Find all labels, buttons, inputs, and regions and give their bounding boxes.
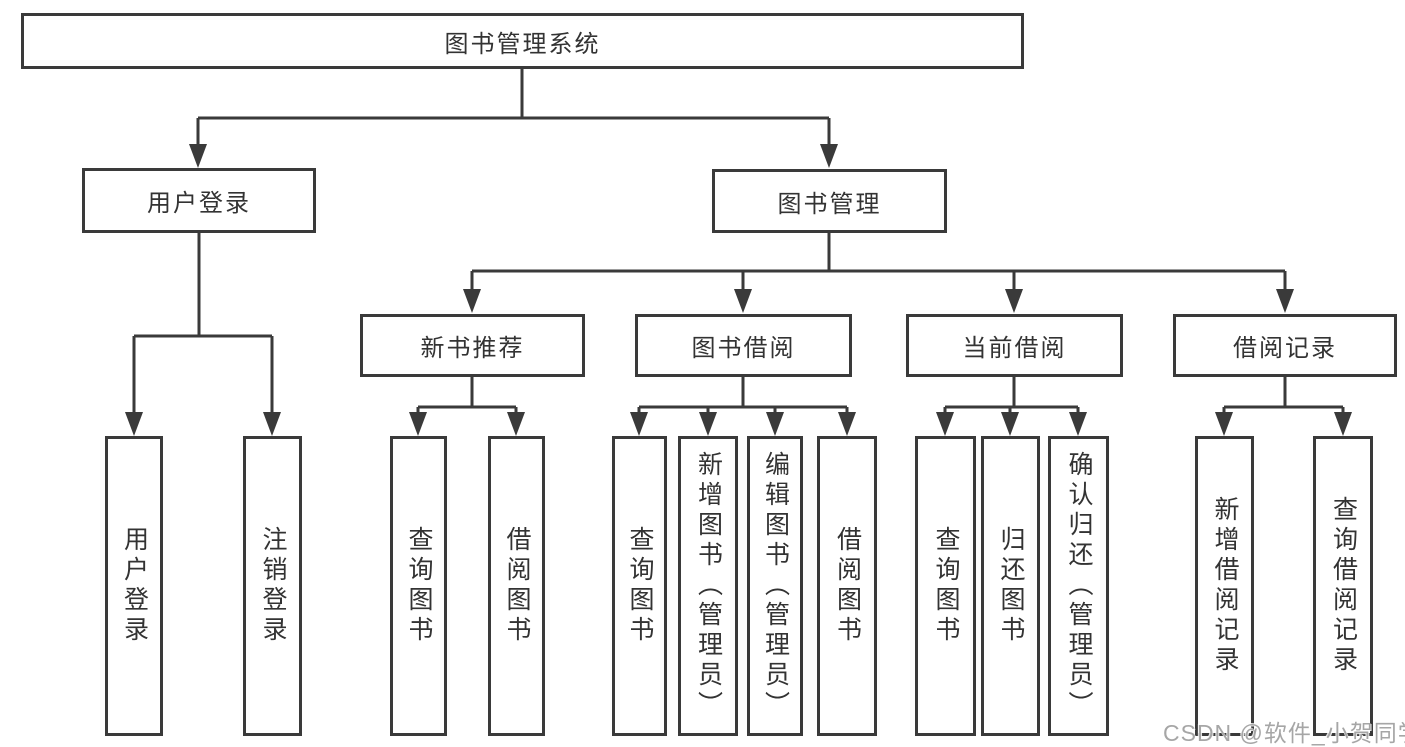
leaf-add-borrow-record: 新增借阅记录 (1195, 436, 1254, 736)
connector-book-borrowing (637, 377, 849, 416)
leaf-borrow-books-borrowing: 借阅图书 (817, 436, 877, 736)
node-label: 查询图书 (932, 526, 960, 646)
node-label: 查询图书 (626, 526, 654, 646)
node-label: 新增借阅记录 (1211, 496, 1239, 676)
node-label: 新增图书（管理员） (694, 451, 723, 721)
leaf-borrow-books-recommend: 借阅图书 (488, 436, 545, 736)
leaf-confirm-return-admin: 确认归还（管理员） (1048, 436, 1109, 736)
leaf-user-login: 用户登录 (105, 436, 163, 736)
leaf-query-books-borrowing: 查询图书 (612, 436, 667, 736)
arrowheads (125, 144, 1352, 436)
leaf-add-books-admin: 新增图书（管理员） (678, 436, 738, 736)
watermark: CSDN @软件_小贺同学 (1163, 720, 1405, 746)
leaf-return-books: 归还图书 (981, 436, 1040, 736)
leaf-logout: 注销登录 (243, 436, 302, 736)
leaf-query-books-current: 查询图书 (915, 436, 976, 736)
leaf-query-books-recommend: 查询图书 (390, 436, 447, 736)
node-book-borrowing: 图书借阅 (635, 314, 852, 377)
node-user-login: 用户登录 (82, 168, 316, 233)
connector-new-book (416, 377, 518, 416)
node-borrowing-records: 借阅记录 (1173, 314, 1397, 377)
node-label: 借阅记录 (1233, 335, 1337, 362)
node-label: 借阅图书 (503, 526, 531, 646)
node-current-borrowing: 当前借阅 (906, 314, 1123, 377)
node-label: 当前借阅 (962, 335, 1067, 362)
node-label: 图书借阅 (691, 335, 796, 362)
node-label: 归还图书 (997, 526, 1025, 646)
node-label: 查询借阅记录 (1329, 496, 1358, 676)
leaf-query-borrow-record: 查询借阅记录 (1313, 436, 1373, 736)
node-new-book-recommendation: 新书推荐 (360, 314, 585, 377)
node-label: 借阅图书 (833, 526, 862, 646)
node-label: 注销登录 (259, 526, 287, 646)
node-label: 新书推荐 (420, 335, 525, 362)
connector-current-borrowing (943, 377, 1080, 416)
node-library-management-system: 图书管理系统 (21, 13, 1024, 69)
node-label: 用户登录 (120, 526, 149, 646)
connector-root (196, 67, 831, 148)
node-label: 用户登录 (147, 190, 251, 217)
connector-user-login (132, 233, 274, 416)
node-label: 图书管理 (777, 190, 882, 218)
node-book-management: 图书管理 (712, 169, 947, 233)
node-label: 查询图书 (405, 526, 433, 646)
node-label: 编辑图书（管理员） (761, 451, 790, 721)
node-label: 图书管理系统 (444, 30, 601, 58)
connector-borrowing-records (1222, 377, 1345, 416)
leaf-edit-books-admin: 编辑图书（管理员） (747, 436, 803, 736)
connector-book-management (470, 233, 1287, 294)
node-label: 确认归还（管理员） (1065, 451, 1093, 721)
